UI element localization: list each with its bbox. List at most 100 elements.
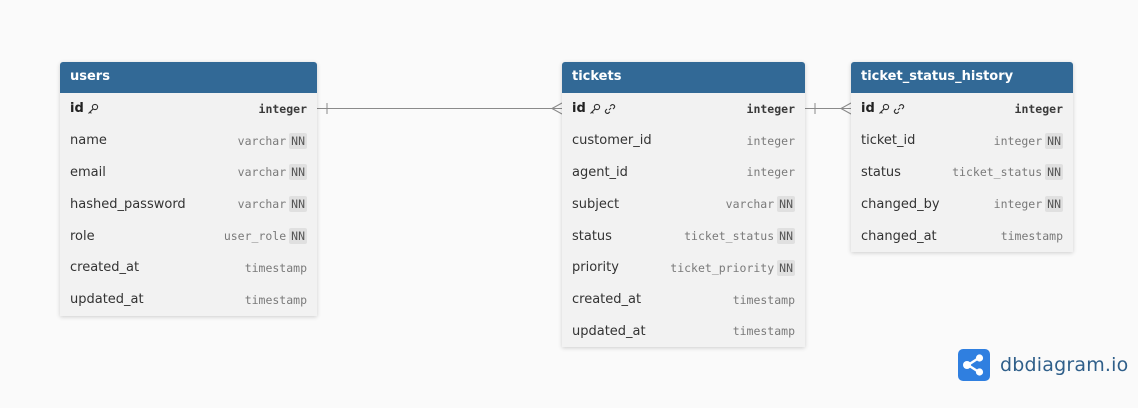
column-type: user_role	[223, 229, 287, 244]
column-type-group: timestamp	[733, 293, 795, 307]
column-row[interactable]: updated_at timestamp	[562, 316, 805, 348]
column-name: hashed_password	[70, 196, 186, 212]
relationship-tickets-history[interactable]	[805, 102, 852, 115]
column-type-group: timestamp	[245, 293, 307, 307]
brand-name: dbdiagram.io	[1000, 354, 1129, 376]
column-type: integer	[1014, 101, 1063, 116]
column-row[interactable]: changed_at timestamp	[851, 220, 1073, 252]
column-name-group: created_at	[572, 292, 641, 307]
column-name: id	[861, 101, 875, 117]
not-null-badge: NN	[1045, 164, 1063, 181]
column-name: ticket_id	[861, 133, 916, 149]
column-type: integer	[258, 101, 307, 116]
column-name-group: priority	[572, 260, 619, 275]
column-name-group: status	[861, 165, 901, 180]
table-header[interactable]: tickets	[562, 62, 805, 93]
crowfoot-marker-bottom	[551, 108, 563, 115]
column-type-group: integer	[1015, 102, 1063, 116]
column-type: ticket_status	[952, 165, 1043, 180]
column-type: integer	[746, 101, 795, 116]
column-name: agent_id	[572, 164, 628, 180]
column-name: email	[70, 164, 106, 180]
column-type: timestamp	[732, 324, 795, 339]
column-name: priority	[572, 260, 619, 276]
primary-key-icon	[878, 103, 890, 115]
column-name-group: changed_at	[861, 229, 937, 244]
primary-key-icon	[87, 103, 99, 115]
column-type-group: timestamp	[1001, 229, 1063, 243]
column-type-group: timestamp	[733, 324, 795, 338]
column-row[interactable]: updated_at timestamp	[60, 284, 317, 316]
column-name-group: hashed_password	[70, 197, 186, 212]
not-null-badge: NN	[289, 196, 307, 213]
crowfoot-marker-bottom	[840, 108, 852, 115]
column-row[interactable]: created_at timestamp	[562, 284, 805, 316]
column-name-group: created_at	[70, 260, 139, 275]
column-name: status	[572, 228, 612, 244]
column-name-group: ticket_id	[861, 133, 915, 148]
column-name: created_at	[572, 292, 642, 308]
column-name: changed_at	[861, 228, 937, 244]
column-name-group: agent_id	[572, 165, 628, 180]
not-null-badge: NN	[289, 132, 307, 149]
column-name: name	[70, 133, 107, 149]
column-name-group: updated_at	[70, 292, 144, 307]
column-name-group: id	[572, 101, 616, 116]
column-name-group: name	[70, 133, 107, 148]
not-null-badge: NN	[777, 196, 795, 213]
relationship-users-tickets[interactable]	[317, 102, 563, 115]
column-name-group: updated_at	[572, 324, 646, 339]
column-type: ticket_status	[684, 229, 775, 244]
column-name: customer_id	[572, 133, 652, 149]
table-header[interactable]: ticket_status_history	[851, 62, 1073, 93]
table-header[interactable]: users	[60, 62, 317, 93]
dbdiagram-logo-icon	[958, 349, 990, 381]
not-null-badge: NN	[289, 228, 307, 245]
column-type: integer	[746, 133, 795, 148]
column-type: integer	[746, 165, 795, 180]
column-type: varchar	[237, 165, 287, 180]
column-name-group: changed_by	[861, 197, 940, 212]
column-type: integer	[993, 133, 1043, 148]
column-row[interactable]: id integer	[562, 93, 805, 125]
column-name-group: subject	[572, 197, 619, 212]
brand-logo[interactable]: dbdiagram.io	[958, 349, 1128, 381]
column-name-group: customer_id	[572, 133, 652, 148]
column-type-group: integer	[259, 102, 307, 116]
column-row[interactable]: customer_id integer	[562, 125, 805, 157]
not-null-badge: NN	[777, 259, 795, 276]
not-null-badge: NN	[1045, 132, 1063, 149]
column-row[interactable]: agent_id integer	[562, 157, 805, 189]
column-row[interactable]: id integer	[851, 93, 1073, 125]
column-type: timestamp	[1000, 229, 1063, 244]
crowfoot-marker-top	[840, 102, 852, 109]
column-name: created_at	[70, 260, 140, 276]
column-type-group: integer	[747, 165, 795, 179]
